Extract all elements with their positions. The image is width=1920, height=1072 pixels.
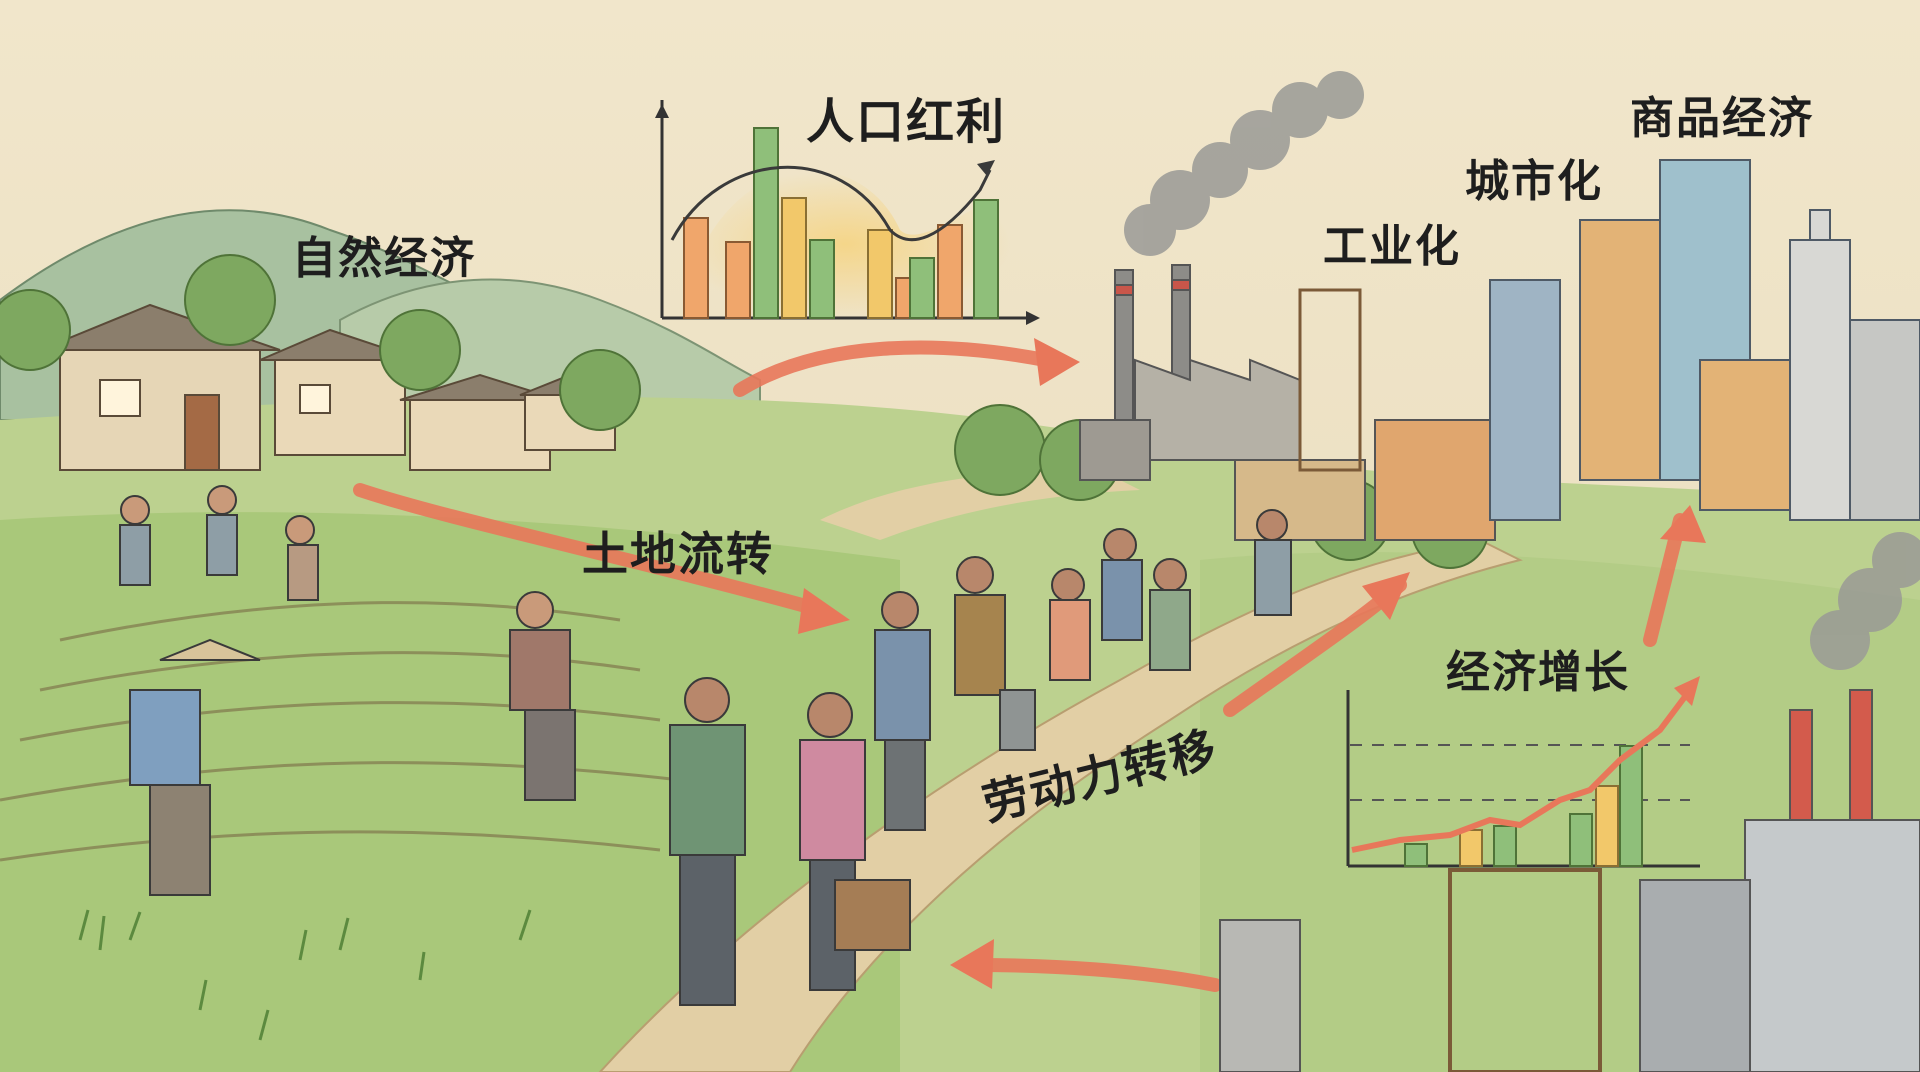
demographic-dividend-chart [655, 100, 1040, 325]
label-industrialization: 工业化 [1323, 221, 1461, 272]
smoke-cloud-icon [1124, 71, 1920, 670]
arrow-heads [798, 338, 1706, 989]
label-land-transfer: 土地流转 [582, 527, 774, 581]
factories [1079, 264, 1496, 541]
farmers [119, 485, 576, 896]
front-factory [1219, 689, 1920, 1072]
label-urbanization: 城市化 [1465, 156, 1603, 207]
city-buildings [1489, 159, 1920, 521]
walking-person-icon [669, 509, 1292, 1006]
grass [78, 909, 532, 1041]
label-commodity-economy: 商品经济 [1630, 93, 1814, 144]
label-natural-economy: 自然经济 [292, 233, 476, 284]
economic-growth-chart [1346, 676, 1700, 868]
label-economic-growth: 经济增长 [1446, 647, 1630, 698]
label-demographic-dividend: 人口红利 [806, 94, 1007, 150]
